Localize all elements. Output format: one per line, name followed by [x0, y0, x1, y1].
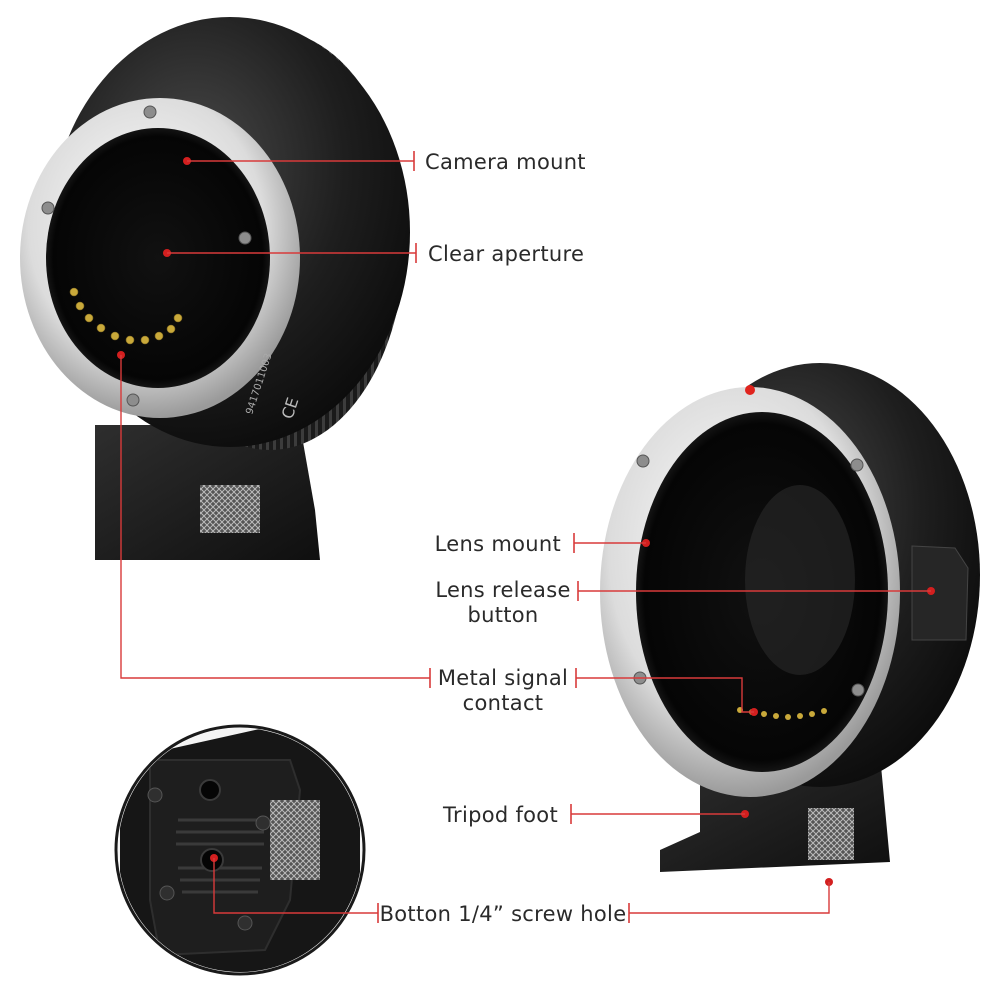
label-clear-aperture: Clear aperture [428, 242, 584, 266]
callout-tripod-foot: Tripod foot [442, 803, 749, 827]
callout-screw-hole: Botton 1/4” screw hole [210, 854, 833, 926]
callout-camera-mount: Camera mount [183, 150, 586, 174]
adapter-front-photo: 9417011003 CE [20, 17, 410, 560]
callout-lens-release: Lens release button [435, 578, 935, 627]
tripod-foot-closeup-photo [114, 724, 366, 976]
label-lens-release-line1: Lens release [435, 578, 570, 602]
label-camera-mount: Camera mount [425, 150, 586, 174]
callout-clear-aperture: Clear aperture [163, 242, 584, 266]
callout-lens-mount: Lens mount [435, 532, 650, 556]
label-tripod-foot: Tripod foot [442, 803, 558, 827]
label-metal-signal-line1: Metal signal [438, 666, 568, 690]
callout-metal-signal-contact: Metal signal contact [117, 351, 758, 716]
label-lens-release-line2: button [467, 603, 538, 627]
label-metal-signal-line2: contact [463, 691, 544, 715]
adapter-rear-photo [600, 363, 980, 872]
label-screw-hole: Botton 1/4” screw hole [380, 902, 627, 926]
label-lens-mount: Lens mount [435, 532, 561, 556]
